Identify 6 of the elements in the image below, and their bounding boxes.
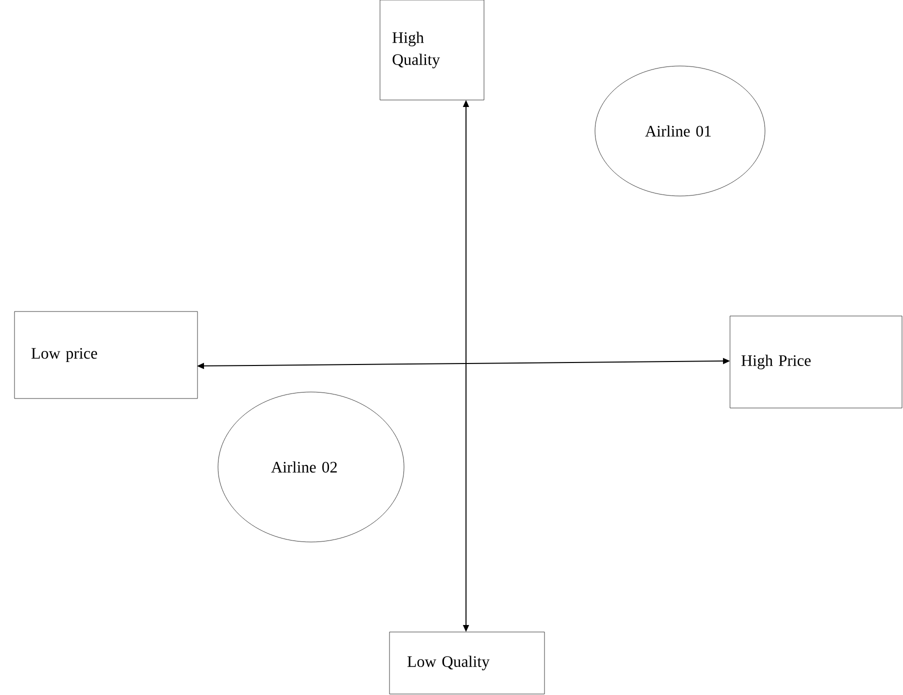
label-box: High Price: [730, 316, 902, 408]
label-box: High Quality: [380, 0, 484, 100]
label-box: Low price: [14, 311, 198, 399]
ellipse-node: Airline 01: [594, 66, 766, 196]
ellipse-node: Airline 02: [218, 392, 404, 542]
label-box: Low Quality: [389, 632, 545, 694]
